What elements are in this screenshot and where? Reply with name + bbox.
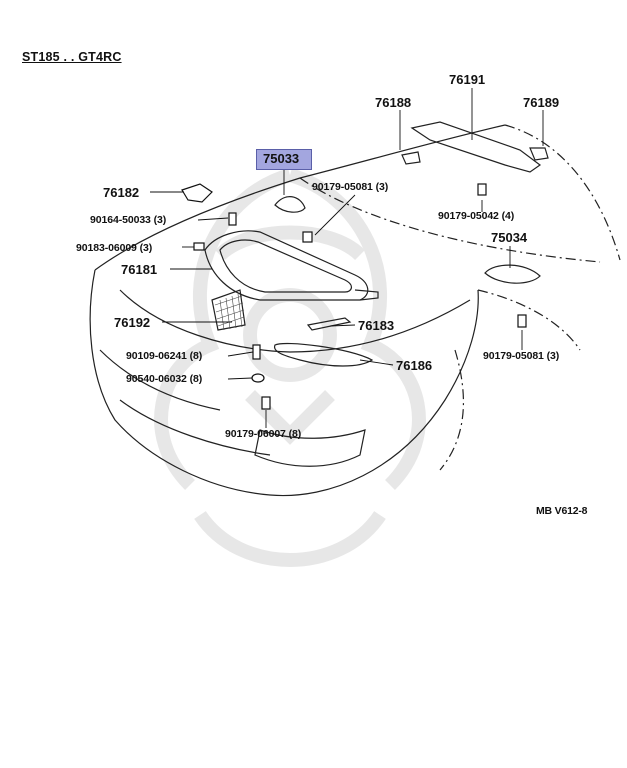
part-75034-scoop (484, 264, 541, 284)
part-76191-spoiler (410, 121, 542, 173)
bumper-outline (89, 269, 479, 497)
part-75034[interactable]: 75034 (491, 230, 528, 245)
fastener-90164-50033[interactable]: 90164-50033 (3) (90, 214, 167, 226)
part-76182[interactable]: 76182 (103, 185, 140, 200)
part-76183[interactable]: 76183 (358, 318, 395, 333)
part-76183-strip (306, 317, 352, 331)
fastener-90109-06241[interactable]: 90109-06241 (8) (126, 350, 203, 362)
hood-outline (94, 124, 506, 271)
part-76186[interactable]: 76186 (396, 358, 433, 373)
fastener-90540-06032[interactable]: 90540-06032 (8) (126, 373, 203, 385)
part-76192[interactable]: 76192 (114, 315, 151, 330)
highlighted-part-label: 75033 (263, 151, 300, 166)
highlighted-part-box[interactable]: 75033 (256, 149, 312, 170)
part-75033-scoop (274, 196, 306, 213)
part-76188[interactable]: 76188 (375, 95, 412, 110)
part-76189[interactable]: 76189 (523, 95, 560, 110)
model-header: ST185 . . GT4RC (22, 50, 122, 64)
fastener-90179-05081-right[interactable]: 90179-05081 (3) (483, 350, 560, 362)
part-76181-frame (204, 230, 369, 301)
part-76191[interactable]: 76191 (449, 72, 486, 87)
fastener-90179-05081-top[interactable]: 90179-05081 (3) (312, 181, 389, 193)
part-76192-mesh (211, 289, 246, 331)
intake-outline (254, 429, 366, 467)
part-76181[interactable]: 76181 (121, 262, 158, 277)
windshield-line (504, 124, 621, 261)
diagram-code: MB V612-8 (536, 505, 588, 517)
part-76186-trim (274, 342, 374, 367)
fastener-90183-06009[interactable]: 90183-06009 (3) (76, 242, 153, 254)
fastener-90179-05042[interactable]: 90179-05042 (4) (438, 210, 515, 222)
fastener-90179-06007[interactable]: 90179-06007 (8) (225, 428, 302, 440)
watermark-logo (154, 168, 426, 567)
